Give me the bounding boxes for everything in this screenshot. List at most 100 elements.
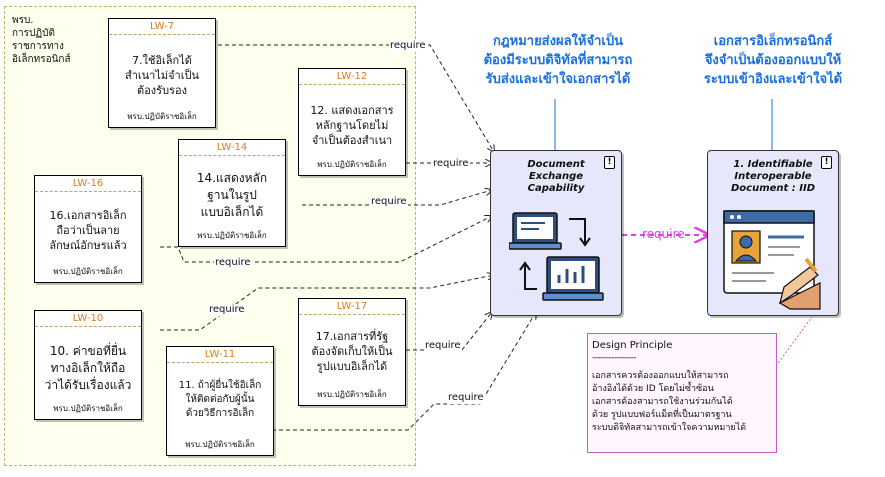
note-body: เอกสารควรต้องออกแบบให้สามารถ อ้างอิงได้ด… [592, 370, 774, 435]
law-box-lw10[interactable]: LW-10 10. ค่าขอที่ยื่น ทางอิเล็กให้ถือ ว… [34, 310, 142, 420]
law-title-line: ต้องรับรอง [137, 84, 187, 97]
note-line: ด้วย รูปแบบฟอร์แม็ตที่เป็นมาตรฐาน [592, 410, 732, 420]
note-title: Design Principle [592, 340, 673, 351]
divider [35, 326, 141, 327]
capability-title: 1. Identifiable Interoperable Document :… [714, 159, 832, 195]
require-label: require [447, 392, 485, 404]
law-title: 16.เอกสารอิเล็ก ถือว่าเป็นลาย ลักษณ์อักษ… [39, 208, 137, 253]
divider [179, 155, 285, 156]
document-exchange-icon [509, 212, 604, 301]
rule-line: รับส่งและเข้าใจเอกสารได้ [485, 72, 631, 87]
law-owner: พรบ.ปฏิบัติราชอิเล็ก [127, 112, 197, 121]
law-title-line: แบบอิเล็กได้ [200, 205, 264, 219]
design-principle-note: Design Principle ---------------- เอกสาร… [587, 333, 777, 453]
divider [167, 362, 273, 363]
wire-lw14 [302, 190, 492, 206]
law-title-line: 14.แสดงหลัก [196, 171, 268, 185]
law-title: 7.ใช้อิเล็กได้ สำเนาไม่จำเป็น ต้องรับรอง [113, 53, 211, 98]
require-label: require [424, 340, 462, 352]
law-code: LW-10 [72, 313, 104, 324]
alert-flag-icon: ! [821, 156, 832, 169]
law-title-line: ต้องจัดเก็บให้เป็น [311, 345, 393, 358]
law-box-lw12[interactable]: LW-12 12. แสดงเอกสาร หลักฐานโดยไม่ จำเป็… [298, 68, 406, 176]
capability-title-line: 1. Identifiable [733, 159, 813, 170]
note-line: ระบบดิจิทัลสามารถเข้าใจความหมายได้ [592, 423, 747, 433]
identity-document-icon [723, 210, 821, 310]
main-require-label: require [642, 227, 685, 241]
law-title: 11. ถ้าผู้ยื่นใช้อิเล็ก ให้ติดต่อกับผู้น… [171, 379, 269, 421]
wire-lw17 [392, 312, 492, 351]
capability-title-line: Document [527, 159, 585, 170]
law-owner: พรบ.ปฏิบัติราชอิเล็ก [317, 390, 387, 399]
group-label-line: พรบ. [12, 15, 34, 26]
law-code: LW-11 [204, 349, 236, 360]
law-box-lw17[interactable]: LW-17 17.เอกสารที่รัฐ ต้องจัดเก็บให้เป็น… [298, 298, 406, 406]
law-code: LW-16 [72, 178, 104, 189]
group-label-line: อิเล็กทรอนิกส์ [12, 54, 71, 65]
capability-document-exchange[interactable]: ! Document Exchange Capability [490, 150, 622, 316]
law-code: LW-7 [149, 21, 175, 32]
require-label: require [370, 196, 408, 208]
wire-lw7 [218, 44, 494, 152]
law-title-line: ลักษณ์อักษรแล้ว [49, 239, 127, 252]
law-title-line: 11. ถ้าผู้ยื่นใช้อิเล็ก [178, 380, 262, 391]
law-box-lw11[interactable]: LW-11 11. ถ้าผู้ยื่นใช้อิเล็ก ให้ติดต่อก… [166, 346, 274, 456]
law-owner: พรบ.ปฏิบัติราชอิเล็ก [317, 160, 387, 169]
require-label: require [389, 40, 427, 52]
divider [299, 314, 405, 315]
note-separator: ---------------- [592, 353, 636, 363]
law-title: 14.แสดงหลัก ฐานในรูป แบบอิเล็กได้ [183, 170, 281, 221]
rule-line: ต้องมีระบบดิจิทัลที่สามารถ [483, 53, 633, 68]
rule-line: กฎหมายส่งผลให้จำเป็น [493, 34, 623, 49]
wire-lw11 [272, 312, 536, 431]
law-title-line: 7.ใช้อิเล็กได้ [132, 54, 192, 67]
note-connector [775, 316, 813, 367]
law-title-line: ด้วยวิธีการอิเล็ก [185, 408, 255, 419]
note-line: เอกสารต้องสามารถใช้งานร่วมกันได้ [592, 397, 733, 407]
law-title-line: ทางอิเล็กให้ถือ [50, 361, 126, 375]
law-title-line: 16.เอกสารอิเล็ก [49, 209, 127, 222]
capability-title-line: Exchange [528, 171, 584, 182]
law-title-line: 12. แสดงเอกสาร [310, 104, 394, 117]
law-title-line: หลักฐานโดยไม่ [315, 119, 389, 132]
capability-iid[interactable]: ! 1. Identifiable Interoperable Document… [707, 150, 839, 316]
rule-line: จึงจำเป็นต้องออกแบบให้ [704, 53, 842, 68]
law-title-line: รูปแบบอิเล็กได้ [316, 360, 388, 373]
rule-line: ระบบเข้าอิงและเข้าใจได้ [703, 72, 843, 87]
rule-line: เอกสารอิเล็กทรอนิกส์ [713, 34, 833, 49]
law-box-lw14[interactable]: LW-14 14.แสดงหลัก ฐานในรูป แบบอิเล็กได้ … [178, 139, 286, 247]
law-title-line: 17.เอกสารที่รัฐ [315, 330, 389, 343]
law-title: 17.เอกสารที่รัฐ ต้องจัดเก็บให้เป็น รูปแบ… [303, 329, 401, 374]
require-label: require [208, 304, 246, 316]
law-title-line: ฐานในรูป [207, 188, 257, 202]
law-title-line: 10. ค่าขอที่ยื่น [49, 344, 127, 358]
rule-text-right: เอกสารอิเล็กทรอนิกส์ จึงจำเป็นต้องออกแบบ… [668, 32, 878, 89]
require-label: require [432, 158, 470, 170]
capability-title-line: Document : IID [730, 183, 816, 194]
rule-text-left: กฎหมายส่งผลให้จำเป็น ต้องมีระบบดิจิทัลที… [448, 32, 668, 89]
note-line: เอกสารควรต้องออกแบบให้สามารถ [592, 371, 729, 381]
group-label-line: ราชการทาง [12, 41, 64, 52]
capability-title-line: Capability [527, 183, 585, 194]
divider [109, 34, 215, 35]
law-title-line: จำเป็นต้องสำเนา [311, 134, 393, 147]
law-owner: พรบ.ปฏิบัติราชอิเล็ก [53, 267, 123, 276]
law-box-lw16[interactable]: LW-16 16.เอกสารอิเล็ก ถือว่าเป็นลาย ลักษ… [34, 175, 142, 283]
note-line: อ้างอิงได้ด้วย ID โดยไม่ซ้ำซ้อน [592, 384, 714, 394]
law-code: LW-14 [216, 142, 248, 153]
group-label-line: การปฏิบัติ [12, 28, 55, 39]
divider [35, 191, 141, 192]
law-owner: พรบ.ปฏิบัติราชอิเล็ก [53, 404, 123, 413]
law-box-lw7[interactable]: LW-7 7.ใช้อิเล็กได้ สำเนาไม่จำเป็น ต้องร… [108, 18, 216, 128]
require-label: require [214, 257, 252, 269]
law-group-label: พรบ. การปฏิบัติ ราชการทาง อิเล็กทรอนิกส์ [12, 14, 92, 66]
law-title: 10. ค่าขอที่ยื่น ทางอิเล็กให้ถือ ว่าได้ร… [39, 343, 137, 394]
alert-flag-icon: ! [604, 156, 615, 169]
law-title-line: ให้ติดต่อกับผู้นั้น [185, 394, 255, 405]
capability-title-line: Interoperable [734, 171, 812, 182]
law-owner: พรบ.ปฏิบัติราชอิเล็ก [197, 231, 267, 240]
law-code: LW-17 [336, 301, 368, 312]
law-code: LW-12 [336, 71, 368, 82]
law-owner: พรบ.ปฏิบัติราชอิเล็ก [185, 440, 255, 449]
